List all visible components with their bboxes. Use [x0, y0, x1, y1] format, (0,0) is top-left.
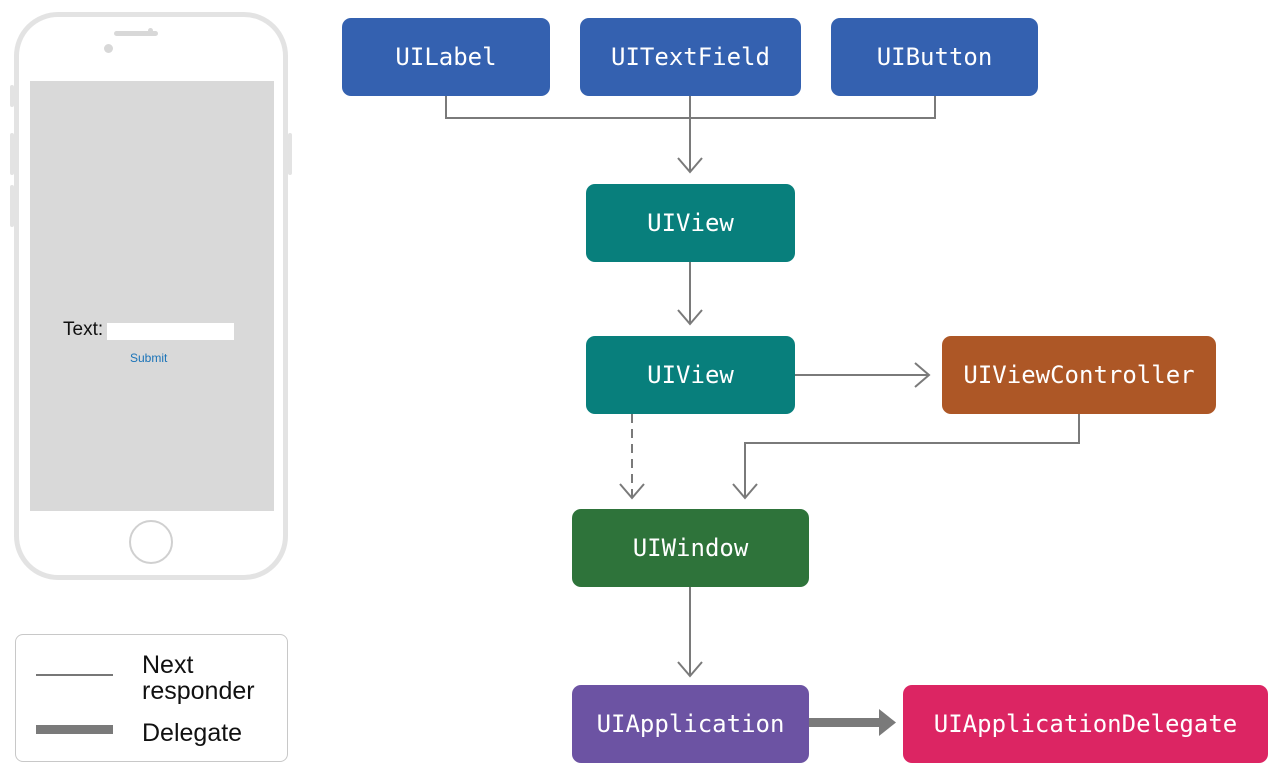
node-uiview-bottom: UIView: [586, 336, 795, 414]
phone-volume-down-button: [10, 185, 14, 227]
phone-mute-switch: [10, 85, 14, 107]
phone-sensor: [104, 44, 113, 53]
phone-camera: [148, 28, 153, 33]
legend-delegate-label: Delegate: [142, 719, 243, 747]
connector-viewcontroller-to-uiwindow: [744, 414, 1080, 498]
legend-next-responder-line: [36, 674, 113, 676]
phone-submit-button[interactable]: Submit: [130, 351, 168, 365]
node-uiapplicationdelegate: UIApplicationDelegate: [903, 685, 1268, 763]
phone-home-button[interactable]: [129, 520, 173, 564]
node-uitextfield: UITextField: [580, 18, 801, 96]
arrowhead-viewcontroller-to-uiwindow: [732, 483, 758, 500]
phone-text-field[interactable]: [107, 323, 234, 340]
legend-next-responder-label: Next responder: [142, 652, 255, 704]
delegate-arrow-shaft: [809, 718, 883, 727]
node-uiwindow: UIWindow: [572, 509, 809, 587]
arrowhead-to-uiview-top: [677, 157, 703, 174]
node-uiview-top: UIView: [586, 184, 795, 262]
node-uiapplication: UIApplication: [572, 685, 809, 763]
legend: Next responder Delegate: [15, 634, 288, 762]
legend-delegate-line: [36, 725, 113, 734]
arrowhead-to-uiview-bottom: [677, 309, 703, 326]
phone-volume-up-button: [10, 133, 14, 175]
legend-next-responder-line1: Next: [142, 651, 194, 679]
arrowhead-to-uiapplication: [677, 661, 703, 678]
node-uilabel: UILabel: [342, 18, 550, 96]
arrowhead-dashed-to-uiwindow: [619, 483, 645, 500]
node-uibutton: UIButton: [831, 18, 1038, 96]
phone-speaker: [114, 31, 158, 36]
phone-text-label: Text:: [63, 319, 104, 340]
node-uiviewcontroller: UIViewController: [942, 336, 1216, 414]
arrowhead-to-viewcontroller: [914, 362, 931, 388]
legend-next-responder-line2: responder: [142, 677, 255, 705]
phone-power-button: [288, 133, 292, 175]
phone-screen: [30, 81, 274, 511]
delegate-arrowhead: [879, 709, 896, 736]
